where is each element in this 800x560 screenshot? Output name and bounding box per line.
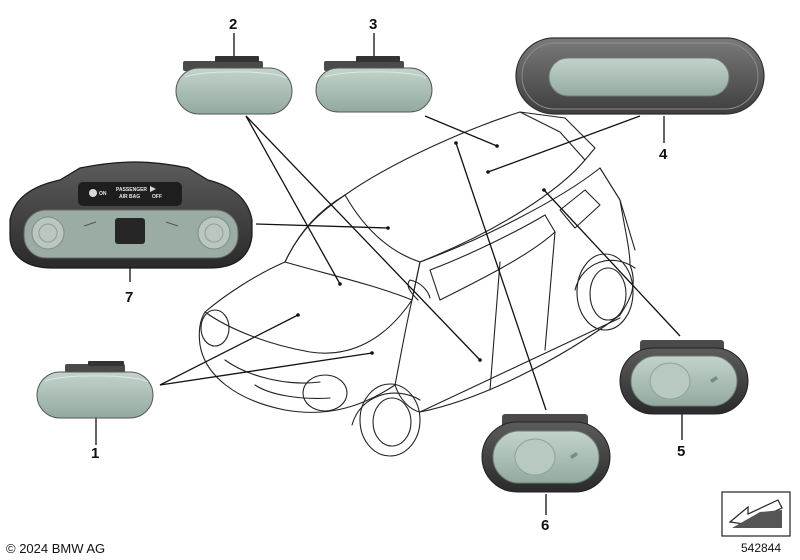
part-7-overhead-console: ON PASSENGER AIR BAG OFF [9,161,253,269]
part-number-6: 6 [541,517,549,534]
part-2-lamp [175,56,293,115]
leader-dots [296,141,546,362]
diagram-number: 542844 [741,541,782,555]
car-outline-drawing [198,111,636,457]
console-label-passenger: PASSENGER [116,187,147,193]
part-3-lamp [315,56,433,113]
part-4-lamp [515,37,765,115]
console-label-airbag: AIR BAG [119,194,140,200]
part-5-lamp [619,340,749,415]
part-number-1: 1 [91,445,99,462]
part-number-3: 3 [369,16,377,33]
leader-lines [95,33,683,515]
part-1-lamp [36,361,154,419]
part-number-7: 7 [125,289,133,306]
copyright-text: © 2024 BMW AG [6,541,106,556]
part-number-4: 4 [659,146,668,163]
console-label-off: OFF [152,194,162,200]
part-numbers: 1 2 3 4 5 6 7 [91,16,685,534]
part-number-2: 2 [229,16,237,33]
part-6-lamp [481,414,611,493]
console-label-on: ON [99,191,107,197]
page-arrow-icon[interactable] [721,491,791,537]
part-number-5: 5 [677,443,685,460]
